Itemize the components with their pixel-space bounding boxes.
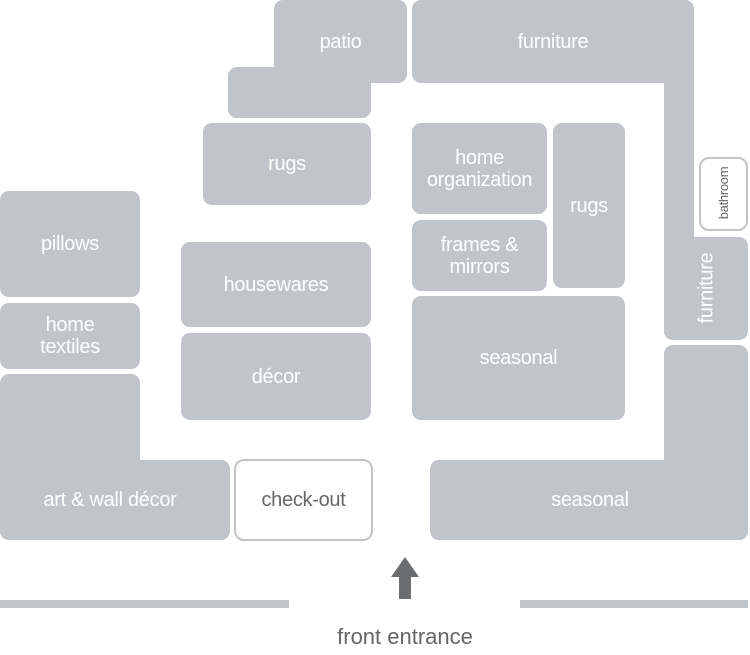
zone-bathroom[interactable] xyxy=(699,157,748,231)
front-wall-right xyxy=(520,600,748,608)
zone-checkout[interactable]: check-out xyxy=(234,459,373,541)
zone-pillows[interactable]: pillows xyxy=(0,191,140,297)
entrance-arrow-icon xyxy=(391,557,419,599)
zone-home-organization[interactable]: home organization xyxy=(412,123,547,214)
label-seasonal-bottom: seasonal xyxy=(551,489,629,511)
zone-furniture-side[interactable] xyxy=(664,237,748,340)
zone-art-wall-decor[interactable] xyxy=(0,460,230,540)
zone-seasonal-middle[interactable]: seasonal xyxy=(412,296,625,420)
front-entrance-label: front entrance xyxy=(337,624,473,649)
zone-rugs-right[interactable]: rugs xyxy=(553,123,625,288)
zone-decor[interactable]: décor xyxy=(181,333,371,420)
zone-housewares[interactable]: housewares xyxy=(181,242,371,327)
zone-frames-mirrors[interactable]: frames & mirrors xyxy=(412,220,547,291)
zone-home-textiles[interactable]: home textiles xyxy=(0,303,140,369)
zone-rugs-left[interactable]: rugs xyxy=(203,123,371,205)
front-wall-left xyxy=(0,600,289,608)
label-furniture-top: furniture xyxy=(517,30,589,53)
zone-furniture-top[interactable] xyxy=(412,0,694,83)
label-art-wall-decor: art & wall décor xyxy=(43,489,177,511)
zone-seasonal-bottom[interactable] xyxy=(430,460,748,540)
zone-patio-lower[interactable] xyxy=(228,67,371,118)
label-bathroom: bathroom xyxy=(716,166,731,220)
label-furniture-side: furniture xyxy=(695,252,718,324)
label-patio: patio xyxy=(319,30,362,53)
